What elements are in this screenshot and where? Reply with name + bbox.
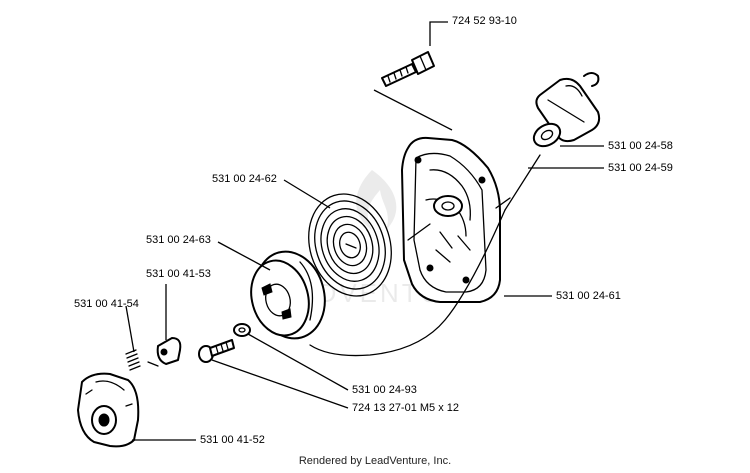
pulley-screw — [198, 339, 235, 363]
starter-handle — [532, 72, 601, 148]
part-label-washer: 531 00 24-93 — [352, 384, 417, 396]
pawl-spring — [125, 349, 141, 371]
leader-bolt — [429, 21, 448, 46]
leader-screw — [211, 359, 349, 409]
part-label-bolt: 724 52 93-10 — [452, 15, 517, 27]
leader-spring — [283, 179, 331, 209]
flame-logo-icon — [356, 170, 397, 230]
part-label-housing: 531 00 24-61 — [556, 290, 621, 302]
leader-lines — [125, 21, 604, 441]
part-label-screw: 724 13 27-01 M5 x 12 — [352, 402, 460, 414]
part-label-spring: 531 00 24-62 — [212, 173, 277, 185]
rope-pulley — [250, 250, 326, 340]
housing-bolt — [381, 51, 435, 87]
washer — [233, 323, 251, 337]
part-label-pawl: 531 00 41-53 — [146, 268, 211, 280]
starter-housing — [401, 136, 511, 303]
leader-washer — [247, 333, 349, 391]
leader-pawl-spring — [125, 305, 135, 353]
part-label-pawl-spring: 531 00 41-54 — [74, 298, 139, 310]
part-label-handle: 531 00 24-58 — [608, 140, 673, 152]
part-label-rope: 531 00 24-59 — [608, 162, 673, 174]
recoil-spring — [308, 193, 392, 297]
leader-bolt-housing — [373, 89, 453, 131]
starter-pawl — [147, 337, 182, 367]
starter-rope — [309, 209, 506, 357]
starter-cover — [77, 372, 140, 448]
part-label-pulley: 531 00 24-63 — [146, 234, 211, 246]
leader-pulley — [217, 241, 271, 271]
part-label-cover: 531 00 41-52 — [200, 434, 265, 446]
footer-credit: Rendered by LeadVenture, Inc. — [298, 455, 452, 467]
